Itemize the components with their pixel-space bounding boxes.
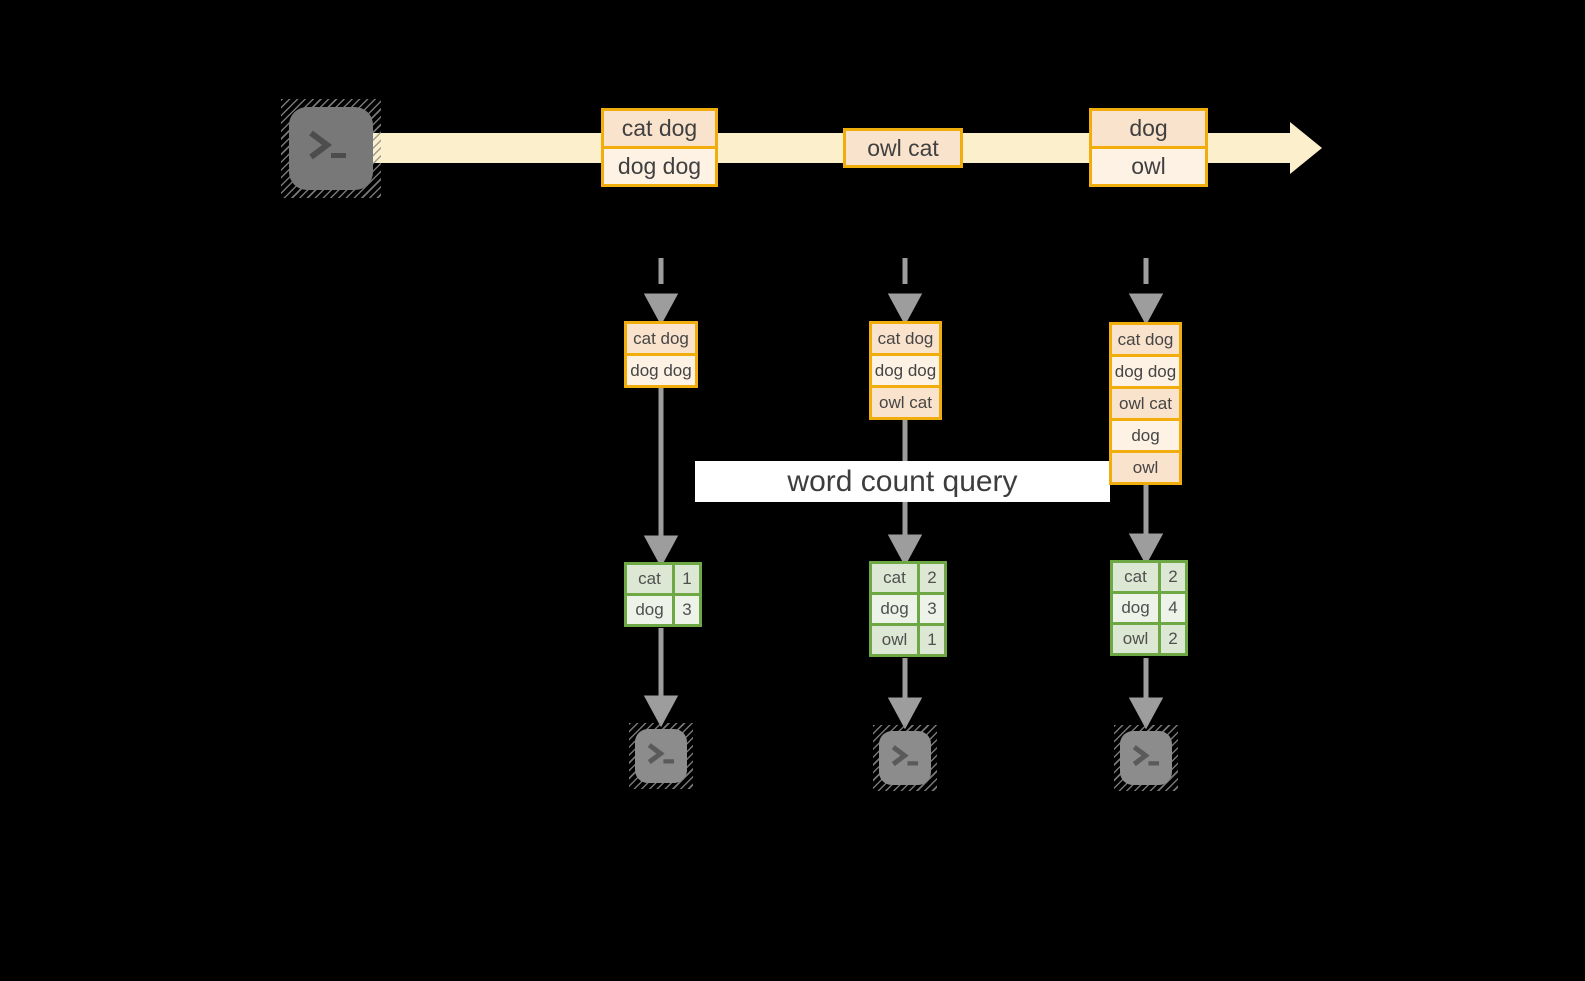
count-word: dog [1121,598,1150,617]
count-row: owl 2 [1113,622,1185,653]
event-line: owl [1092,146,1205,184]
terminal-icon [289,107,373,190]
buffer-stack-2: cat dog dog dog owl cat [869,321,942,420]
dashed-arrow-head-icon [1128,293,1164,326]
count-row: dog 4 [1113,591,1185,622]
sink-terminal-icon-1 [629,723,693,789]
stream-event-box-3: dog owl [1089,108,1208,187]
count-row: cat 1 [627,565,699,593]
count-table-1: cat 1 dog 3 [624,562,702,627]
count-word: dog [635,600,664,619]
count-table-2: cat 2 dog 3 owl 1 [869,561,947,657]
terminal-icon [635,729,687,783]
event-line: cat dog [604,111,715,146]
count-row: cat 2 [872,564,944,592]
stream-timeline-arrowhead-icon [1290,122,1322,174]
arrow-head-icon [1128,697,1164,730]
stream-source-terminal-icon [281,99,381,198]
buffer-line: owl [1112,450,1179,482]
buffer-line: cat dog [872,324,939,353]
count-value: 4 [1158,594,1185,622]
count-word: cat [1124,567,1147,586]
count-word: cat [638,569,661,588]
terminal-prompt-glyph-icon [647,743,675,765]
count-row: dog 3 [872,592,944,623]
count-word: owl [1122,629,1149,648]
buffer-line: dog dog [1112,354,1179,386]
buffer-stack-1: cat dog dog dog [624,321,698,388]
dashed-arrow-head-icon [887,293,923,326]
count-value: 2 [1158,625,1185,653]
terminal-prompt-glyph-icon [309,130,346,160]
arrow-head-icon [1128,533,1164,566]
count-row: dog 3 [627,593,699,624]
buffer-line: dog dog [872,353,939,385]
count-value: 1 [672,565,699,593]
terminal-prompt-glyph-icon [891,745,919,767]
sink-terminal-icon-3 [1114,725,1178,791]
count-word: owl [881,630,908,649]
stream-event-box-2: owl cat [843,128,963,168]
buffer-line: owl cat [1112,386,1179,418]
terminal-icon [1120,731,1172,785]
buffer-line: cat dog [627,324,695,353]
arrow-head-icon [887,534,923,567]
stream-event-box-1: cat dog dog dog [601,108,718,187]
buffer-line: cat dog [1112,325,1179,354]
count-value: 3 [917,595,944,623]
sink-terminal-icon-2 [873,725,937,791]
count-value: 3 [672,596,699,624]
buffer-stack-3: cat dog dog dog owl cat dog owl [1109,322,1182,485]
count-value: 1 [917,626,944,654]
buffer-line: owl cat [872,385,939,417]
count-row: cat 2 [1113,563,1185,591]
count-value: 2 [917,564,944,592]
count-word: dog [880,599,909,618]
buffer-line: dog [1112,418,1179,450]
arrow-head-icon [643,695,679,728]
arrow-head-icon [643,535,679,568]
arrow-head-icon [887,697,923,730]
event-line: owl cat [846,131,960,165]
terminal-prompt-glyph-icon [1132,745,1160,767]
count-table-3: cat 2 dog 4 owl 2 [1110,560,1188,656]
buffer-line: dog dog [627,353,695,385]
query-label: word count query [695,461,1110,502]
terminal-icon [879,731,931,785]
count-row: owl 1 [872,623,944,654]
event-line: dog dog [604,146,715,184]
event-line: dog [1092,111,1205,146]
count-word: cat [883,568,906,587]
dashed-arrow-head-icon [643,293,679,326]
count-value: 2 [1158,563,1185,591]
